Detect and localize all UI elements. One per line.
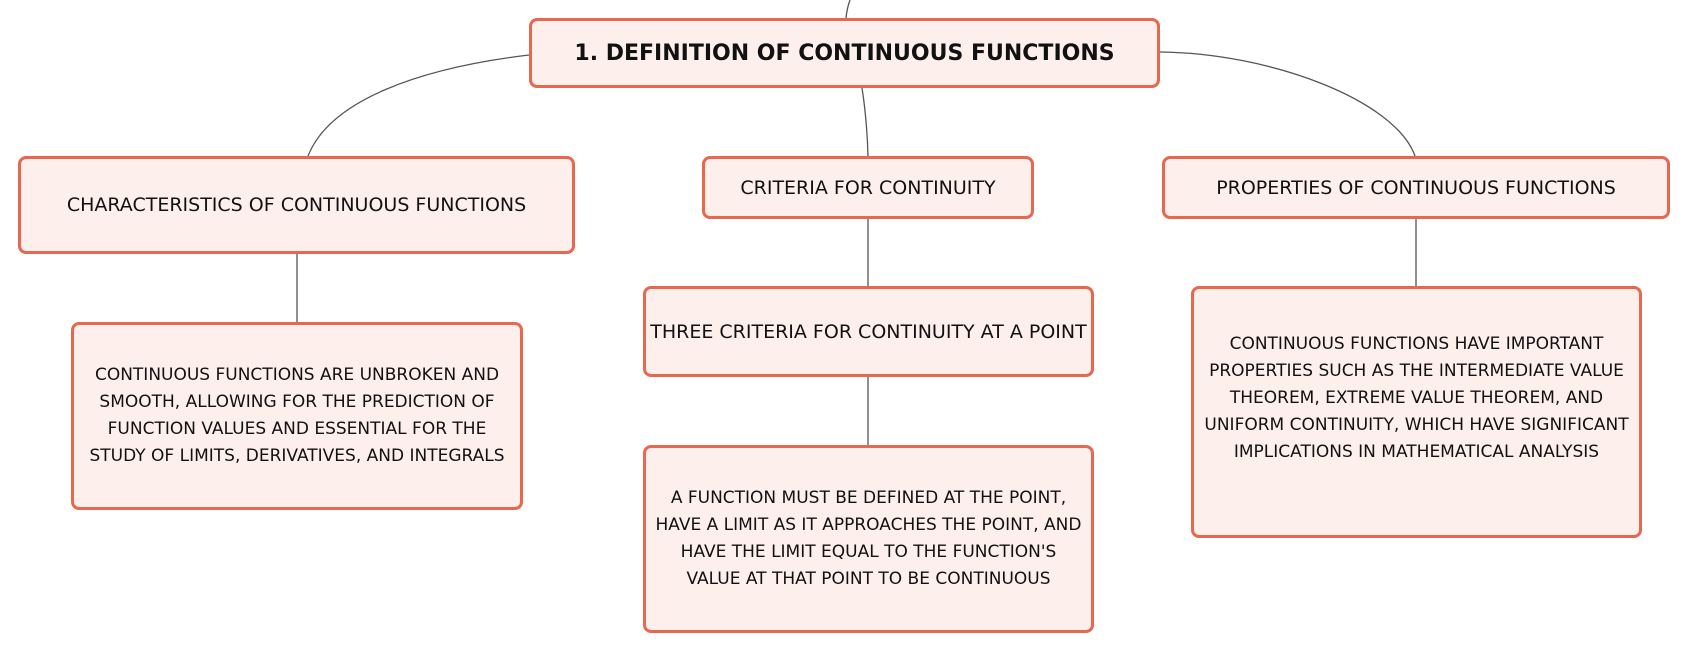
characteristics-label: CHARACTERISTICS OF CONTINUOUS FUNCTIONS: [66, 194, 527, 216]
characteristics-detail-text: CONTINUOUS FUNCTIONS ARE UNBROKEN AND SM…: [89, 365, 505, 466]
properties-node[interactable]: PROPERTIES OF CONTINUOUS FUNCTIONS: [1162, 156, 1670, 219]
connector-root-to-properties: [1159, 51, 1416, 157]
characteristics-node[interactable]: CHARACTERISTICS OF CONTINUOUS FUNCTIONS: [18, 156, 575, 254]
connector-root-to-criteria: [861, 87, 869, 157]
connector-root-to-characteristics: [307, 54, 530, 157]
criteria-detail-text: A FUNCTION MUST BE DEFINED AT THE POINT,…: [655, 488, 1082, 589]
properties-label: PROPERTIES OF CONTINUOUS FUNCTIONS: [1216, 176, 1616, 199]
properties-detail-text: CONTINUOUS FUNCTIONS HAVE IMPORTANT PROP…: [1204, 333, 1629, 462]
three-criteria-node[interactable]: THREE CRITERIA FOR CONTINUITY AT A POINT: [643, 286, 1094, 377]
characteristics-detail-node[interactable]: CONTINUOUS FUNCTIONS ARE UNBROKEN AND SM…: [71, 322, 523, 510]
root-label: 1. DEFINITION OF CONTINUOUS FUNCTIONS: [574, 40, 1115, 66]
criteria-detail-node[interactable]: A FUNCTION MUST BE DEFINED AT THE POINT,…: [643, 445, 1094, 633]
root-node[interactable]: 1. DEFINITION OF CONTINUOUS FUNCTIONS: [529, 18, 1160, 88]
criteria-label: CRITERIA FOR CONTINUITY: [740, 176, 996, 199]
criteria-node[interactable]: CRITERIA FOR CONTINUITY: [702, 156, 1034, 219]
properties-detail-node[interactable]: CONTINUOUS FUNCTIONS HAVE IMPORTANT PROP…: [1191, 286, 1642, 538]
connector-parent-to-root: [845, 0, 851, 19]
three-criteria-label: THREE CRITERIA FOR CONTINUITY AT A POINT: [650, 320, 1087, 343]
